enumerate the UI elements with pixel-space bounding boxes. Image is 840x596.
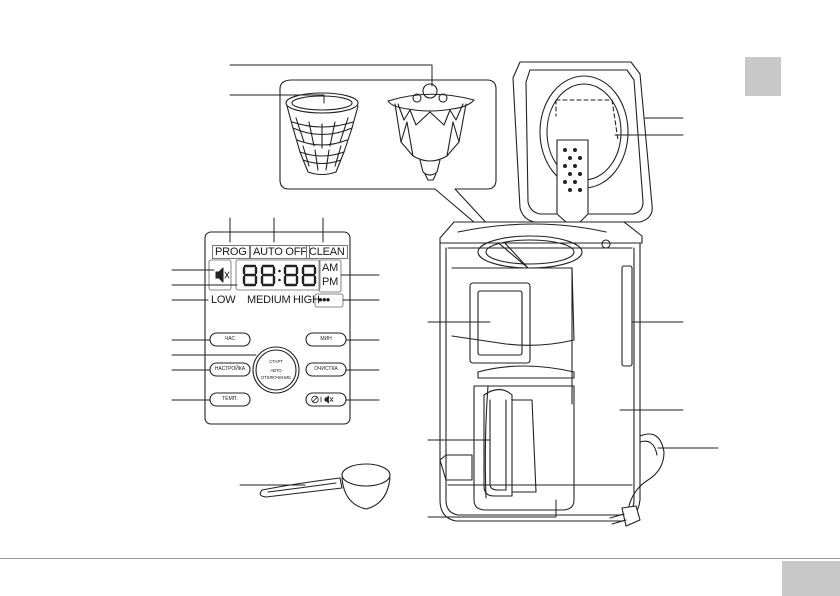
minute-button[interactable]: МИН <box>306 337 346 342</box>
start-button-line2[interactable]: АВТО <box>259 368 293 374</box>
lcd-strength-dots: ●●● <box>318 296 330 304</box>
page-number-tab <box>782 561 840 596</box>
language-tab <box>745 57 781 96</box>
lcd-medium-label: MEDIUM <box>247 295 290 306</box>
lcd-high-label: HIGH <box>293 295 320 306</box>
lcd-low-label: LOW <box>211 295 235 306</box>
start-button-line3[interactable]: ОТКЛЮЧЕНИЕ <box>259 375 293 381</box>
lcd-am-label: AM <box>322 263 338 274</box>
lcd-auto-off-label: AUTO OFF <box>250 245 310 259</box>
hour-button[interactable]: ЧАС <box>210 337 250 342</box>
setup-button[interactable]: НАСТРОЙКА <box>210 367 250 372</box>
lcd-clean-label: CLEAN <box>306 245 348 259</box>
footer-divider <box>0 558 840 559</box>
lcd-prog-label: PROG <box>212 245 250 259</box>
lcd-pm-label: PM <box>322 277 338 288</box>
measuring-spoon <box>260 464 390 509</box>
strength-button[interactable]: ТЕМП. <box>210 397 250 402</box>
start-button-line1[interactable]: СТАРТ <box>259 359 293 365</box>
cleaning-button[interactable]: ОЧИСТКА <box>306 367 346 372</box>
